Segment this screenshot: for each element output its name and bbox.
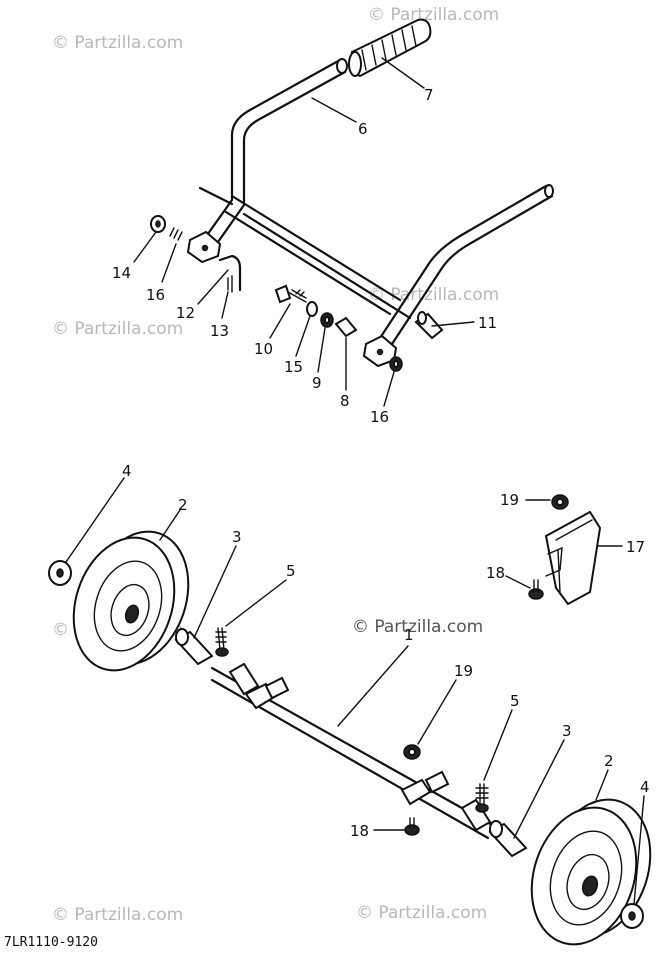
bolt-10 <box>274 284 307 304</box>
upper-handle-end <box>336 58 348 74</box>
callout-5-right: 5 <box>510 692 520 710</box>
bolt-18-axle <box>404 817 420 836</box>
callout-11: 11 <box>478 314 497 332</box>
axle-right-tab <box>424 770 450 794</box>
callout-16-right: 16 <box>370 408 389 426</box>
left-bolt <box>215 627 229 657</box>
callout-3-right: 3 <box>562 722 572 740</box>
watermark-bottom-left: © Partzilla.com <box>52 905 183 925</box>
handle-leaders <box>133 57 475 407</box>
watermarks: © Partzilla.com © Partzilla.com © Partzi… <box>52 5 499 925</box>
wheel-callouts: 4 2 3 5 1 19 5 3 2 4 18 19 17 18 <box>122 462 650 840</box>
watermark-bottom-center: © Partzilla.com <box>356 903 487 923</box>
axle-left-tab <box>264 676 290 700</box>
axle-left-collar <box>228 662 260 696</box>
lower-handle-end <box>544 184 554 198</box>
callout-3-left: 3 <box>232 528 242 546</box>
clip-13 <box>227 275 233 293</box>
wheel-leaders <box>65 477 645 905</box>
watermark-lower-center: © Partzilla.com <box>352 617 483 637</box>
callout-2-right: 2 <box>604 752 614 770</box>
handle-assembly <box>150 18 554 372</box>
drawing-code: 7LR1110-9120 <box>4 935 98 950</box>
handle-cross-bar <box>198 186 412 320</box>
callout-7: 7 <box>424 86 434 104</box>
callout-17: 17 <box>626 538 645 556</box>
handle-grip <box>348 18 432 78</box>
upper-handle-tube <box>203 58 347 244</box>
collar-8 <box>334 316 358 338</box>
callout-1: 1 <box>404 626 414 644</box>
callout-19-axle: 19 <box>454 662 473 680</box>
callout-14: 14 <box>112 264 131 282</box>
callout-12: 12 <box>176 304 195 322</box>
axle-right-bracket <box>400 778 432 806</box>
callout-2-left: 2 <box>178 496 188 514</box>
callout-18-axle: 18 <box>350 822 369 840</box>
callout-4-left: 4 <box>122 462 132 480</box>
lower-handle-tube <box>378 184 554 346</box>
left-wheel <box>72 530 190 672</box>
right-bolt <box>475 783 489 813</box>
callout-5-left: 5 <box>286 562 296 580</box>
callout-13: 13 <box>210 322 229 340</box>
watermark-top-left: © Partzilla.com <box>52 33 183 53</box>
callout-10: 10 <box>254 340 273 358</box>
right-wheel <box>530 798 652 946</box>
axle-right-collar <box>460 798 492 832</box>
spring-16-left <box>169 227 183 241</box>
callout-18-bracket: 18 <box>486 564 505 582</box>
washer-15 <box>306 301 318 317</box>
bracket-17 <box>544 510 602 606</box>
lock-pin-12 <box>218 254 242 292</box>
wheel-assembly <box>48 494 652 946</box>
callout-6: 6 <box>358 120 368 138</box>
bolt-18-bracket <box>528 579 544 600</box>
watermark-mid-left: © Partzilla.com <box>52 319 183 339</box>
callout-9: 9 <box>312 374 322 392</box>
watermark-top-center: © Partzilla.com <box>368 5 499 25</box>
callout-4-right: 4 <box>640 778 650 796</box>
callout-15: 15 <box>284 358 303 376</box>
callout-19-top: 19 <box>500 491 519 509</box>
watermark-mid-center: © Partzilla.com <box>368 285 499 305</box>
callout-8: 8 <box>340 392 350 410</box>
callout-16-left: 16 <box>146 286 165 304</box>
handle-callouts: 7 6 14 16 12 13 10 15 9 8 11 16 <box>112 86 497 426</box>
